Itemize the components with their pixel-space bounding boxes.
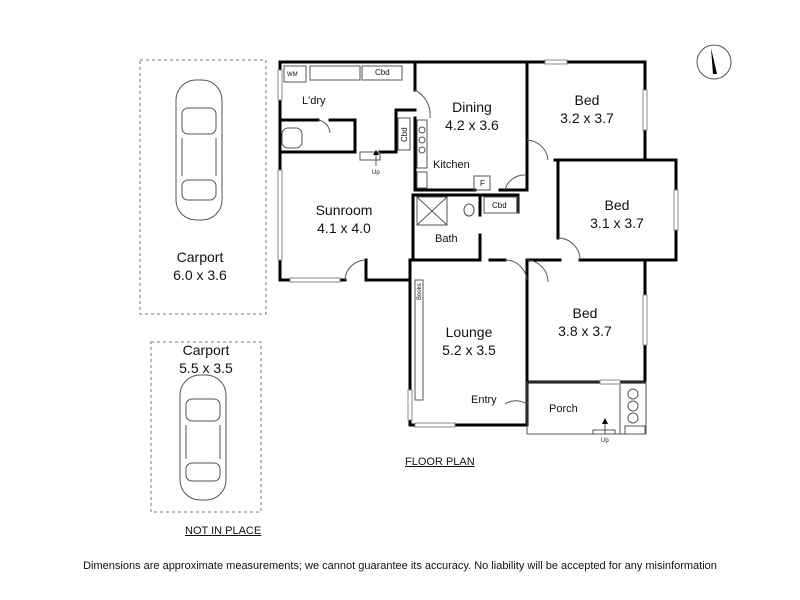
cupboard-label: Cbd — [492, 201, 507, 210]
up-label: Up — [601, 438, 609, 444]
cupboard-label: Cbd — [400, 127, 409, 142]
car-icon — [179, 374, 227, 501]
room-size-bed1: 3.2 x 3.7 — [560, 110, 614, 126]
room-size-lounge: 5.2 x 3.5 — [442, 342, 496, 358]
room-size-dining: 4.2 x 3.6 — [445, 117, 499, 133]
floor-plan-title: FLOOR PLAN — [405, 456, 475, 468]
windows — [277, 59, 679, 428]
laundry-label: L'dry — [302, 95, 326, 107]
not-in-place-label: NOT IN PLACE — [185, 525, 262, 537]
room-name-sunroom: Sunroom — [316, 202, 373, 218]
fridge-label: F — [480, 179, 485, 188]
room-size-carport1: 6.0 x 3.6 — [173, 267, 227, 283]
room-name-carport2: Carport — [183, 342, 230, 358]
room-size-carport2: 5.5 x 3.5 — [179, 360, 233, 376]
room-size-sunroom: 4.1 x 4.0 — [317, 220, 371, 236]
room-name-bed3: Bed — [573, 305, 598, 321]
fixtures — [281, 65, 616, 435]
house-walls — [278, 60, 678, 427]
door-swings — [317, 89, 581, 405]
kitchen-label: Kitchen — [433, 159, 470, 171]
north-arrow-icon — [696, 44, 732, 80]
room-name-bed1: Bed — [575, 92, 600, 108]
porch-outline — [526, 381, 647, 435]
carport-outline-2 — [150, 341, 262, 513]
porch-label: Porch — [549, 403, 578, 415]
books-label: Books — [417, 283, 423, 300]
room-size-bed2: 3.1 x 3.7 — [590, 215, 644, 231]
entry-label: Entry — [471, 394, 497, 406]
carport-outline-1 — [139, 59, 267, 315]
step-arrow-icon — [373, 150, 608, 434]
bath-label: Bath — [435, 233, 458, 245]
cupboard-label: Cbd — [375, 68, 390, 77]
washing-machine-label: WM — [287, 72, 298, 78]
car-icon — [175, 79, 223, 221]
room-name-bed2: Bed — [605, 197, 630, 213]
up-label: Up — [372, 170, 380, 176]
room-name-dining: Dining — [452, 99, 492, 115]
room-size-bed3: 3.8 x 3.7 — [558, 323, 612, 339]
room-name-carport1: Carport — [177, 249, 224, 265]
room-name-lounge: Lounge — [446, 324, 493, 340]
disclaimer-text: Dimensions are approximate measurements;… — [83, 560, 717, 572]
